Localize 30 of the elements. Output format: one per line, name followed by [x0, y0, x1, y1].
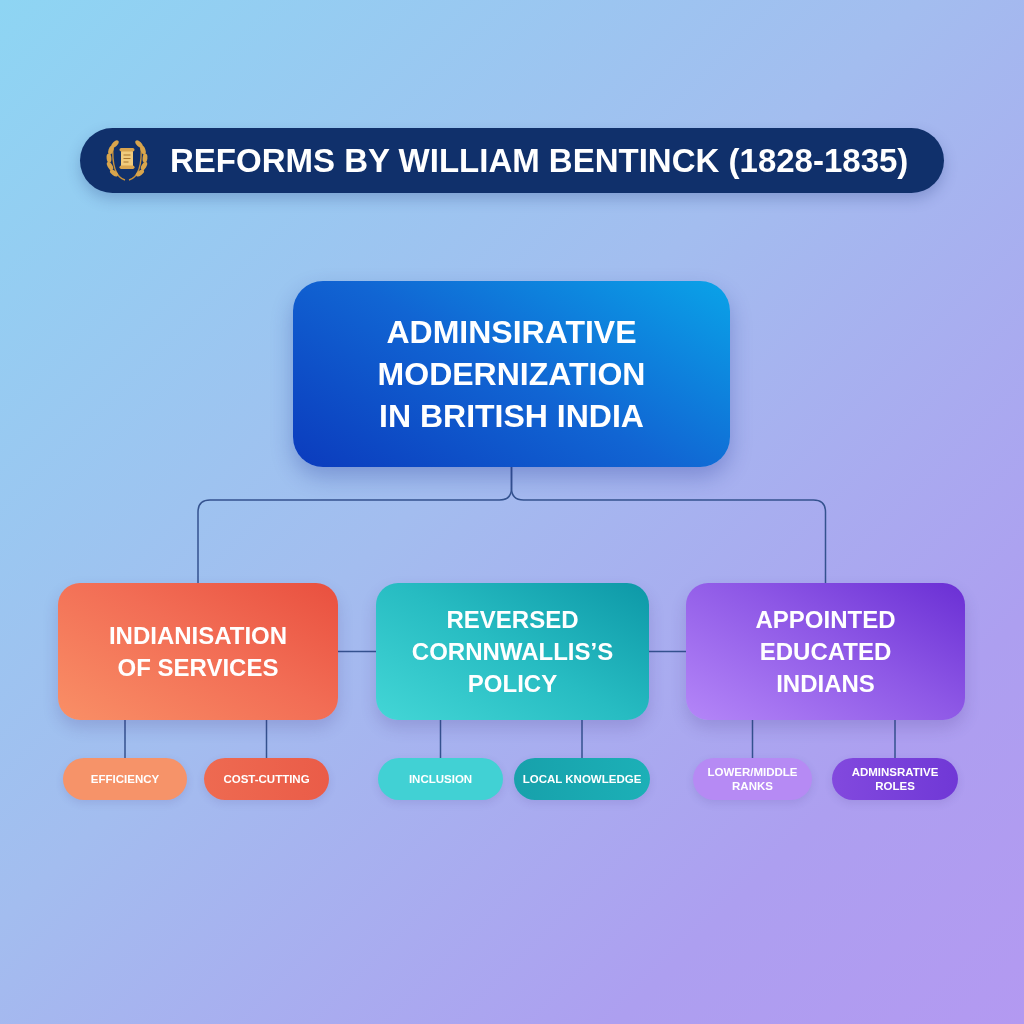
node-label: INCLUSION: [408, 772, 473, 786]
node-label: INDIANISATION OF SERVICES: [107, 620, 289, 683]
connector-line: [439, 719, 442, 759]
title-text: REFORMS BY WILLIAM BENTINCK (1828-1835): [170, 140, 909, 181]
node-label: ADMINSIRATIVE MODERNIZATION IN BRITISH INDIA: [376, 313, 647, 436]
connector-line: [124, 719, 126, 759]
connector-line: [510, 466, 827, 584]
tag-pill: [378, 758, 503, 800]
branch-box: [58, 583, 338, 720]
tag-pill: [204, 758, 329, 800]
connector-line: [894, 719, 896, 759]
node-label: EFFICIENCY: [90, 772, 160, 786]
branch-box: [686, 583, 965, 720]
node-label: REVERSED CORNNWALLIS’S POLICY: [410, 604, 615, 699]
connector-line: [265, 719, 268, 759]
tag-pill: [693, 758, 812, 800]
connector-line: [751, 719, 754, 759]
connector-line: [648, 650, 687, 653]
tag-pill: [832, 758, 958, 800]
node-label: LOCAL KNOWLEDGE: [522, 772, 642, 786]
node-label: COST-CUTTING: [223, 772, 310, 786]
node-label: APPOINTED EDUCATED INDIANS: [754, 604, 897, 699]
tag-pill: [514, 758, 650, 800]
node-label: ADMINSRATIVE ROLES: [850, 765, 940, 793]
node-label: LOWER/MIDDLE RANKS: [706, 765, 799, 793]
tag-pill: [63, 758, 187, 800]
connector-line: [337, 650, 377, 653]
branch-box: [376, 583, 649, 720]
topic-box: [293, 281, 730, 467]
connector-line: [581, 719, 583, 759]
